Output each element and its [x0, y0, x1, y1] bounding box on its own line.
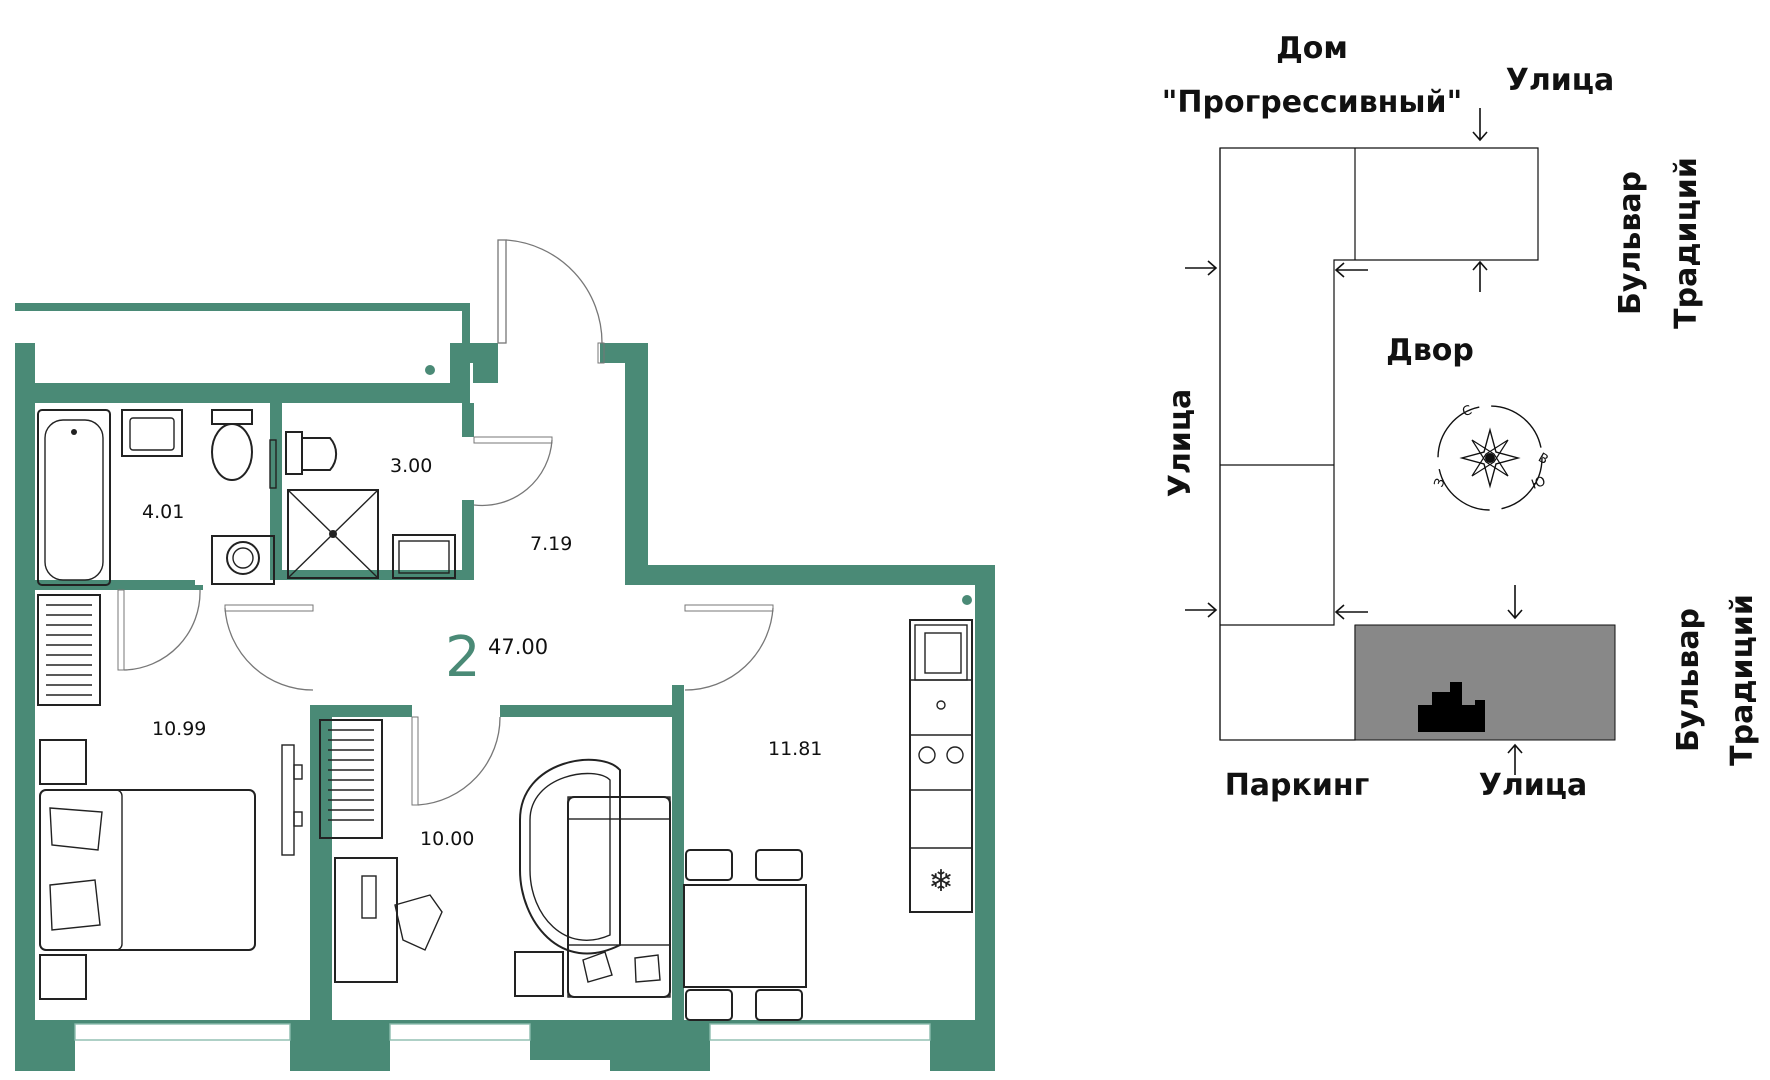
radiator-bedroom — [37, 594, 101, 706]
kitchen-furniture: ❄ — [683, 619, 973, 1021]
bathtub — [37, 409, 111, 586]
boulevard-bottom-line2: Традиций — [1725, 594, 1760, 766]
area-bedroom: 10.99 — [152, 718, 206, 740]
street-top: Улица — [1506, 63, 1615, 98]
radiator — [269, 439, 277, 489]
toilet — [211, 409, 253, 481]
site-plan: С В Ю З Дом "Прогрессивный" Улица Двор П… — [1162, 31, 1760, 803]
street-left: Улица — [1163, 389, 1198, 498]
bedroom-furniture — [39, 739, 303, 1000]
shower — [287, 489, 379, 579]
area-bathroom: 4.01 — [142, 501, 184, 523]
area-room: 10.00 — [420, 828, 474, 850]
compass-east: В — [1535, 450, 1550, 467]
radiator-room — [319, 719, 383, 839]
total-area: 47.00 — [488, 635, 548, 659]
house-name-line1: Дом — [1276, 31, 1348, 66]
living-furniture — [334, 758, 671, 998]
entrance-arrows — [1185, 108, 1523, 775]
boulevard-top-line2: Традиций — [1669, 157, 1704, 329]
boulevard-top-line1: Бульвар — [1613, 171, 1648, 315]
apartment-marker — [1418, 682, 1485, 732]
compass-north: С — [1460, 403, 1474, 420]
svg-text:❄: ❄ — [928, 864, 953, 899]
compass-icon: С В Ю З — [1432, 403, 1551, 511]
walls — [15, 303, 995, 1071]
yard-label: Двор — [1386, 333, 1474, 368]
house-name-line2: "Прогрессивный" — [1162, 85, 1462, 120]
parking-label: Паркинг — [1225, 768, 1370, 803]
area-hall: 7.19 — [530, 533, 572, 555]
sink — [121, 409, 183, 457]
area-wc: 3.00 — [390, 455, 432, 477]
compass-south: Ю — [1529, 474, 1547, 493]
floor-plan: ❄ 4.01 3.00 7.19 10.99 10.00 11.81 2 47.… — [15, 239, 995, 1071]
boulevard-bottom-line1: Бульвар — [1671, 608, 1706, 752]
doors — [117, 239, 774, 806]
wc-toilet — [285, 431, 338, 475]
area-kitchen: 11.81 — [768, 738, 822, 760]
washing-machine — [211, 535, 275, 585]
street-bottom: Улица — [1479, 768, 1588, 803]
rooms-count: 2 — [445, 625, 481, 690]
windows — [74, 1023, 931, 1041]
compass-west: З — [1432, 476, 1449, 489]
wc-sink — [392, 534, 456, 579]
